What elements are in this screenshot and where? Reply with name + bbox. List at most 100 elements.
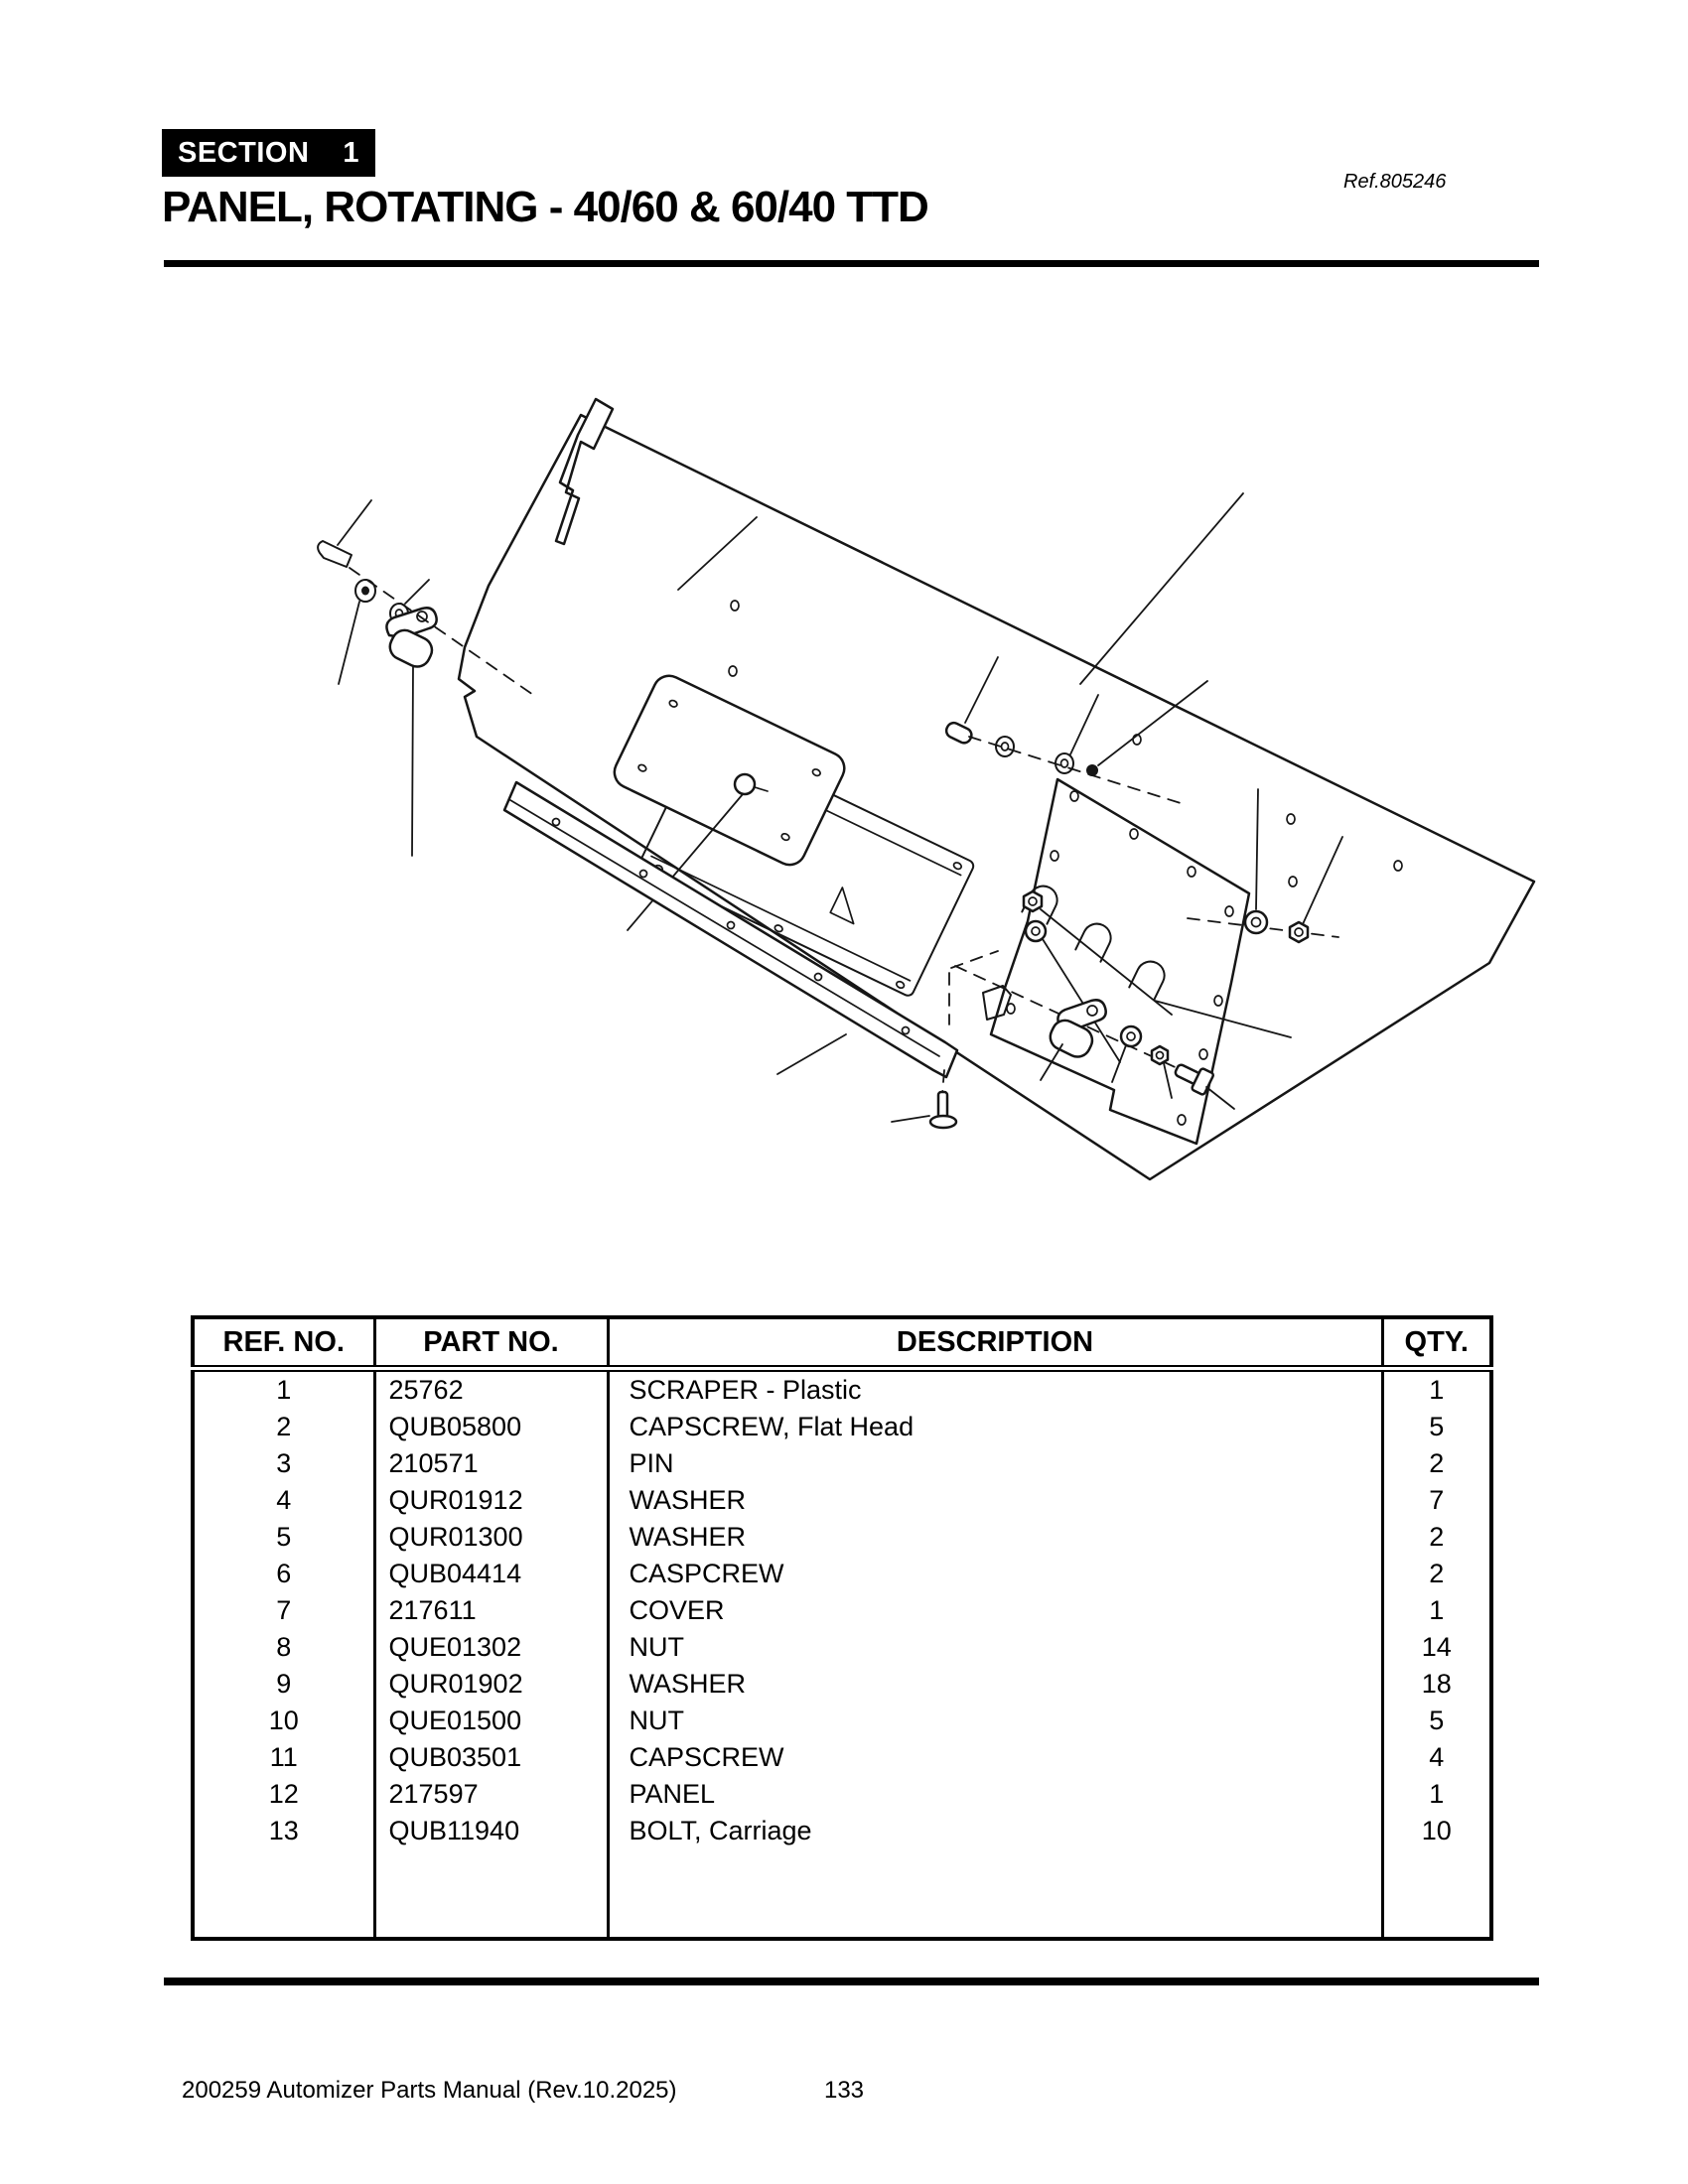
nut xyxy=(1150,1044,1170,1066)
screw-head xyxy=(928,1114,958,1130)
part-no-cell: 210571 xyxy=(372,1445,610,1482)
empty-cell xyxy=(1380,1849,1493,1939)
screw-shank xyxy=(936,1090,949,1120)
title-rule xyxy=(164,260,1539,267)
qty-cell: 2 xyxy=(1380,1556,1493,1592)
description-cell: BOLT, Carriage xyxy=(606,1813,1384,1849)
capscrew xyxy=(944,721,973,745)
description-cell: NUT xyxy=(606,1703,1384,1739)
ref-no-cell: 13 xyxy=(191,1813,376,1849)
part-no-cell: QUR01902 xyxy=(372,1666,610,1703)
empty-cell xyxy=(191,1849,376,1939)
bottom-hardware-group xyxy=(948,889,1235,1110)
column-header: DESCRIPTION xyxy=(606,1317,1384,1372)
description-cell: WASHER xyxy=(606,1519,1384,1556)
column-header: PART NO. xyxy=(372,1317,610,1372)
qty-cell: 1 xyxy=(1380,1592,1493,1629)
part-no-cell: 217611 xyxy=(372,1592,610,1629)
qty-cell: 18 xyxy=(1380,1666,1493,1703)
z-bracket xyxy=(554,397,615,546)
table-filler-row xyxy=(191,1849,1493,1939)
ref-no-cell: 8 xyxy=(191,1629,376,1666)
qty-cell: 5 xyxy=(1380,1409,1493,1445)
hinge-link xyxy=(385,607,438,639)
washer xyxy=(1119,1024,1143,1048)
ref-no-cell: 10 xyxy=(191,1703,376,1739)
washer xyxy=(995,736,1015,757)
part-no-cell: 25762 xyxy=(372,1368,610,1409)
washer xyxy=(1243,909,1269,935)
ref-no-cell: 6 xyxy=(191,1556,376,1592)
ref-no-cell: 12 xyxy=(191,1776,376,1813)
main-panel-outline xyxy=(457,397,1536,1181)
qty-cell: 14 xyxy=(1380,1629,1493,1666)
footer-rule xyxy=(164,1978,1539,1985)
page-title: PANEL, ROTATING - 40/60 & 60/40 TTD xyxy=(162,183,929,231)
cover-knob xyxy=(733,772,757,796)
ref-no-cell: 9 xyxy=(191,1666,376,1703)
description-cell: PANEL xyxy=(606,1776,1384,1813)
ref-number: Ref.805246 xyxy=(1343,171,1447,193)
empty-cell xyxy=(372,1849,610,1939)
section-label: SECTION xyxy=(178,136,310,169)
washer xyxy=(354,579,376,603)
stud xyxy=(1086,764,1098,776)
qty-cell: 2 xyxy=(1380,1519,1493,1556)
ref-no-cell: 5 xyxy=(191,1519,376,1556)
qty-cell: 2 xyxy=(1380,1445,1493,1482)
section-badge: SECTION 1 xyxy=(162,129,375,177)
description-cell: CASPCREW xyxy=(606,1556,1384,1592)
part-no-cell: QUR01300 xyxy=(372,1519,610,1556)
part-no-cell: QUR01912 xyxy=(372,1482,610,1519)
part-no-cell: QUB04414 xyxy=(372,1556,610,1592)
right-hardware-group xyxy=(1187,788,1343,944)
pin xyxy=(317,540,352,568)
exploded-parts-diagram xyxy=(317,397,1536,1181)
ref-no-cell: 11 xyxy=(191,1739,376,1776)
part-no-cell: QUE01500 xyxy=(372,1703,610,1739)
column-header: QTY. xyxy=(1380,1317,1493,1372)
part-no-cell: QUB05800 xyxy=(372,1409,610,1445)
left-hardware-group xyxy=(317,499,537,857)
part-no-cell: QUE01302 xyxy=(372,1629,610,1666)
washer xyxy=(1024,919,1048,943)
clip-bracket xyxy=(982,985,1012,1021)
top-hardware-group xyxy=(677,492,1244,805)
part-no-cell: 217597 xyxy=(372,1776,610,1813)
description-cell: WASHER xyxy=(606,1482,1384,1519)
nut xyxy=(1288,920,1310,944)
ref-no-cell: 3 xyxy=(191,1445,376,1482)
description-cell: CAPSCREW xyxy=(606,1739,1384,1776)
footer-page-number: 133 xyxy=(823,2077,865,2104)
scraper-bar-outline xyxy=(502,780,959,1079)
qty-cell: 1 xyxy=(1380,1368,1493,1409)
description-cell: SCRAPER - Plastic xyxy=(606,1368,1384,1409)
ref-no-cell: 4 xyxy=(191,1482,376,1519)
description-cell: WASHER xyxy=(606,1666,1384,1703)
footer-manual-info: 200259 Automizer Parts Manual (Rev.10.20… xyxy=(182,2077,677,2104)
qty-cell: 5 xyxy=(1380,1703,1493,1739)
qty-cell: 4 xyxy=(1380,1739,1493,1776)
part-no-cell: QUB03501 xyxy=(372,1739,610,1776)
part-no-cell: QUB11940 xyxy=(372,1813,610,1849)
description-cell: COVER xyxy=(606,1592,1384,1629)
arch-panel-outline xyxy=(989,777,1292,1146)
nut xyxy=(1022,889,1044,913)
qty-cell: 7 xyxy=(1380,1482,1493,1519)
description-cell: NUT xyxy=(606,1629,1384,1666)
description-cell: PIN xyxy=(606,1445,1384,1482)
